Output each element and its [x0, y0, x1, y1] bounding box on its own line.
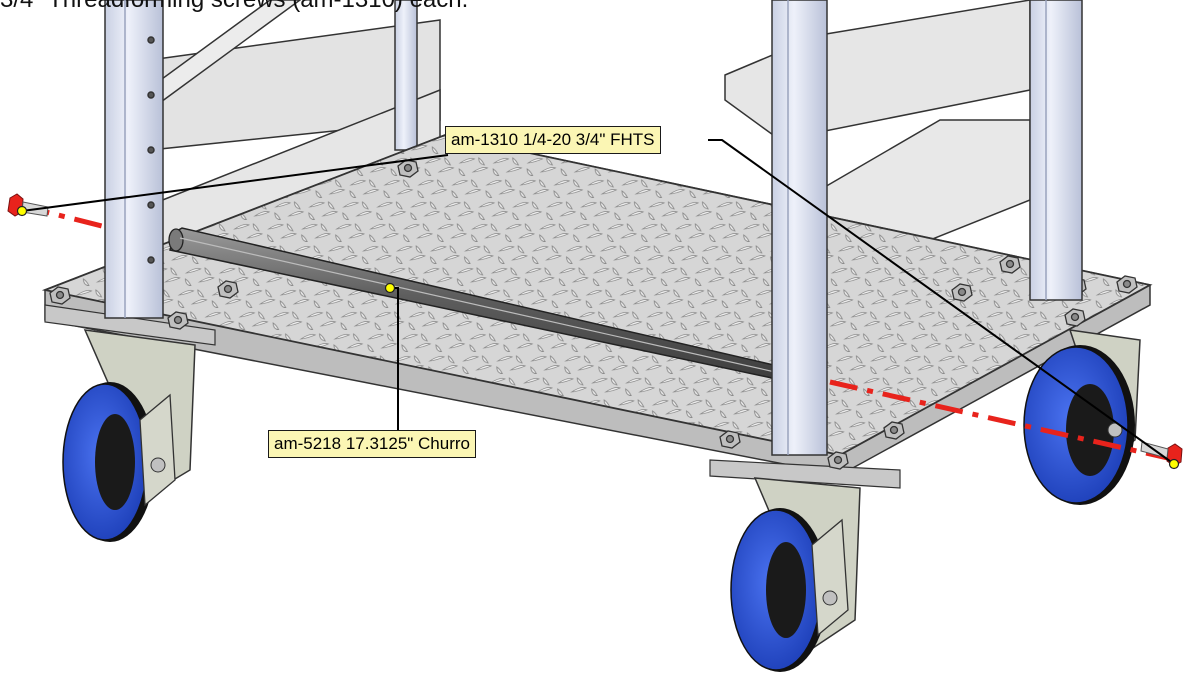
instruction-caption: 3/4" Threadforming screws (am-1310) each…: [0, 0, 468, 14]
nut: [1064, 308, 1086, 327]
hex-bolt-icon: [7, 193, 49, 217]
leader-dots: [16, 205, 1180, 470]
nut: [217, 280, 239, 299]
caster-rear-right: [1023, 329, 1141, 505]
leader-dot: [16, 205, 28, 217]
leader-dot: [1168, 458, 1180, 470]
front-left-upright: [104, 0, 164, 319]
caster-front-right: [730, 477, 861, 672]
nut: [167, 311, 189, 330]
plate-nuts: [49, 159, 1138, 470]
nut: [999, 255, 1021, 274]
nut: [1116, 275, 1138, 294]
front-right-uprights: [771, 0, 1083, 456]
nut: [883, 421, 905, 440]
nut: [827, 451, 849, 470]
screw-callout-label: am-1310 1/4-20 3/4" FHTS: [445, 126, 661, 154]
diamond-base-plate: [41, 134, 1153, 489]
nut: [49, 286, 71, 305]
leader-dot: [384, 282, 396, 294]
nut: [951, 283, 973, 302]
churro-callout-label: am-5218 17.3125" Churro: [268, 430, 476, 458]
caster-front-left: [62, 329, 196, 542]
nut: [719, 430, 741, 449]
